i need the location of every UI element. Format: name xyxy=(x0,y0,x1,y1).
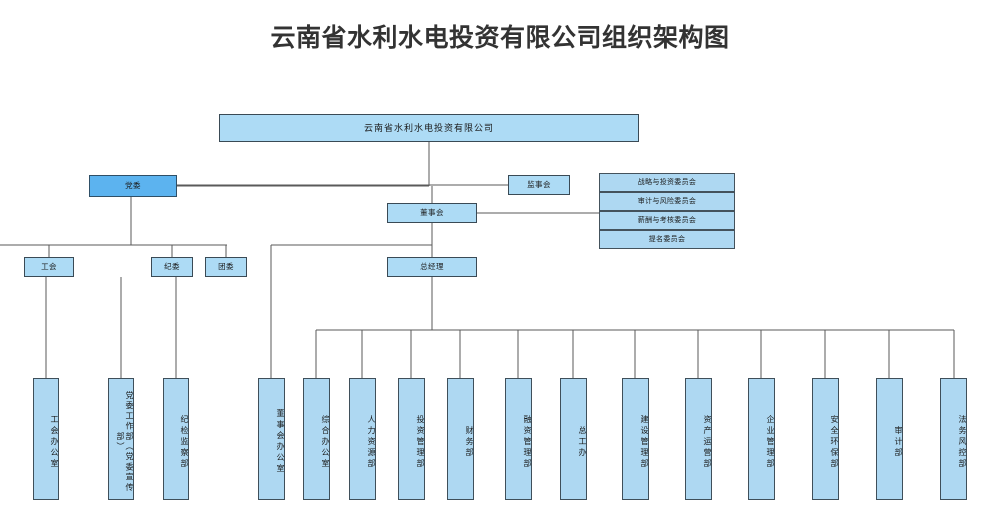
dept-safety-environment[interactable]: 安全环保部 xyxy=(812,378,839,500)
dept-financing-management[interactable]: 融资管理部 xyxy=(505,378,532,500)
dept-board-office[interactable]: 董事会办公室 xyxy=(258,378,285,500)
node-discipline-committee[interactable]: 纪委 xyxy=(151,257,193,277)
dept-investment-management[interactable]: 投资管理部 xyxy=(398,378,425,500)
dept-chief-engineer-office[interactable]: 总工办 xyxy=(560,378,587,500)
node-board-of-directors[interactable]: 董事会 xyxy=(387,203,477,223)
dept-discipline-inspection[interactable]: 纪检监察部 xyxy=(163,378,189,500)
committee-audit-risk[interactable]: 审计与风险委员会 xyxy=(599,192,735,211)
dept-asset-operation[interactable]: 资产运营部 xyxy=(685,378,712,500)
page-title: 云南省水利水电投资有限公司组织架构图 xyxy=(270,24,730,52)
dept-construction-management[interactable]: 建设管理部 xyxy=(622,378,649,500)
dept-party-work-propaganda[interactable]: 党委工作部（党委宣传部） xyxy=(108,378,134,500)
committee-strategy-investment[interactable]: 战略与投资委员会 xyxy=(599,173,735,192)
dept-enterprise-management[interactable]: 企业管理部 xyxy=(748,378,775,500)
committee-compensation-appraisal[interactable]: 薪酬与考核委员会 xyxy=(599,211,735,230)
node-general-manager[interactable]: 总经理 xyxy=(387,257,477,277)
dept-labor-union-office[interactable]: 工会办公室 xyxy=(33,378,59,500)
node-board-of-supervisors[interactable]: 监事会 xyxy=(508,175,570,195)
node-party-committee[interactable]: 党委 xyxy=(89,175,177,197)
node-youth-league[interactable]: 团委 xyxy=(205,257,247,277)
dept-finance[interactable]: 财务部 xyxy=(447,378,474,500)
node-company[interactable]: 云南省水利水电投资有限公司 xyxy=(219,114,639,142)
dept-legal-risk-control[interactable]: 法务风控部 xyxy=(940,378,967,500)
committee-nomination[interactable]: 提名委员会 xyxy=(599,230,735,249)
dept-general-office[interactable]: 综合办公室 xyxy=(303,378,330,500)
dept-human-resources[interactable]: 人力资源部 xyxy=(349,378,376,500)
node-labor-union[interactable]: 工会 xyxy=(24,257,74,277)
dept-audit[interactable]: 审计部 xyxy=(876,378,903,500)
